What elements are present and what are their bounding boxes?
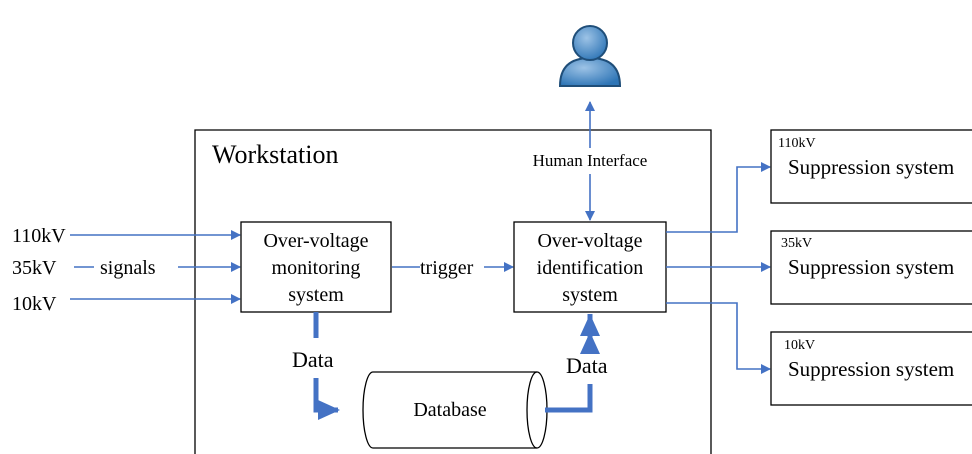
- input-35kv-label: 35kV: [12, 257, 57, 279]
- monitoring-line2: monitoring: [272, 257, 361, 279]
- identification-line1: Over-voltage: [537, 230, 642, 252]
- suppression-35kv-label: Suppression system: [788, 255, 954, 279]
- monitoring-line1: Over-voltage: [263, 230, 368, 252]
- suppression-110kv-voltage: 110kV: [778, 136, 816, 151]
- output-110kv-arrow: [666, 162, 771, 233]
- identification-line3: system: [562, 284, 618, 306]
- suppression-box-10kv: 10kV Suppression system: [770, 331, 972, 406]
- user-icon: [558, 25, 622, 87]
- input-10kv-label: 10kV: [12, 293, 57, 315]
- input-110kv-label: 110kV: [12, 225, 66, 247]
- suppression-110kv-label: Suppression system: [788, 155, 954, 179]
- database-label: Database: [413, 399, 486, 421]
- identification-line2: identification: [537, 257, 644, 279]
- signals-label: signals: [100, 257, 156, 279]
- data-flow-to-identification: [545, 384, 593, 413]
- suppression-box-35kv: 35kV Suppression system: [770, 230, 972, 305]
- suppression-10kv-label: Suppression system: [788, 357, 954, 381]
- suppression-box-110kv: 110kV Suppression system: [770, 129, 972, 204]
- identification-system-box: [513, 221, 667, 313]
- workstation-frame: [194, 129, 712, 454]
- human-interface-label: Human Interface: [533, 151, 648, 170]
- monitoring-line3: system: [288, 284, 344, 306]
- monitoring-system-box: [240, 221, 392, 313]
- trigger-label: trigger: [420, 257, 474, 279]
- data-label-right: Data: [566, 353, 608, 378]
- output-10kv-arrow: [666, 302, 771, 374]
- suppression-35kv-voltage: 35kV: [781, 236, 812, 251]
- data-label-left: Data: [292, 347, 334, 372]
- database-cylinder: [362, 371, 548, 449]
- suppression-10kv-voltage: 10kV: [784, 338, 815, 353]
- workstation-title: Workstation: [212, 140, 338, 169]
